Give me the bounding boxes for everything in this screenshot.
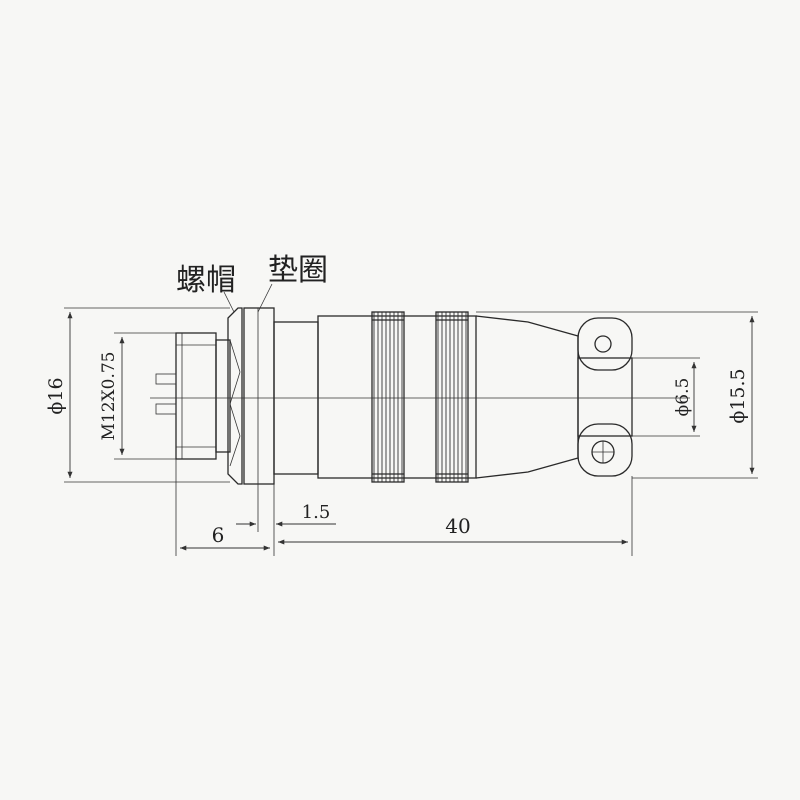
dim-panel-length-text: 6 (212, 523, 225, 547)
dimension-body-diameter: ϕ15.5 (476, 311, 758, 479)
nut (227, 307, 243, 485)
label-washer: 垫圈 (268, 253, 328, 288)
dimension-panel-length: 6 (175, 459, 275, 556)
dim-outer-diameter-text: ϕ16 (45, 377, 67, 414)
part-labels: 螺帽 垫圈 (176, 253, 328, 313)
dim-washer-thickness-text: 1.5 (302, 502, 331, 523)
knurled-ring-rear (435, 311, 469, 483)
dim-body-diameter-text: ϕ15.5 (727, 368, 749, 423)
dimension-cable-diameter: ϕ6.5 (632, 357, 700, 437)
dim-cable-diameter-text: ϕ6.5 (673, 378, 693, 417)
cable-clamp (577, 317, 633, 477)
dimension-outer-diameter: ϕ16 (45, 307, 230, 483)
dimension-body-length: 40 (278, 476, 633, 556)
washer (243, 307, 275, 485)
dimension-thread: M12X0.75 (99, 332, 176, 460)
dim-thread-text: M12X0.75 (99, 352, 119, 441)
dim-body-length-text: 40 (445, 514, 470, 538)
tapered-tail (475, 315, 579, 479)
clamp-hole (594, 335, 612, 353)
label-nut: 螺帽 (176, 263, 236, 298)
connector-outline (150, 307, 690, 485)
contact-pins (155, 373, 177, 415)
knurled-ring-front (371, 311, 405, 483)
dimension-washer-thickness: 1.5 (236, 484, 336, 532)
threaded-section (215, 339, 231, 453)
